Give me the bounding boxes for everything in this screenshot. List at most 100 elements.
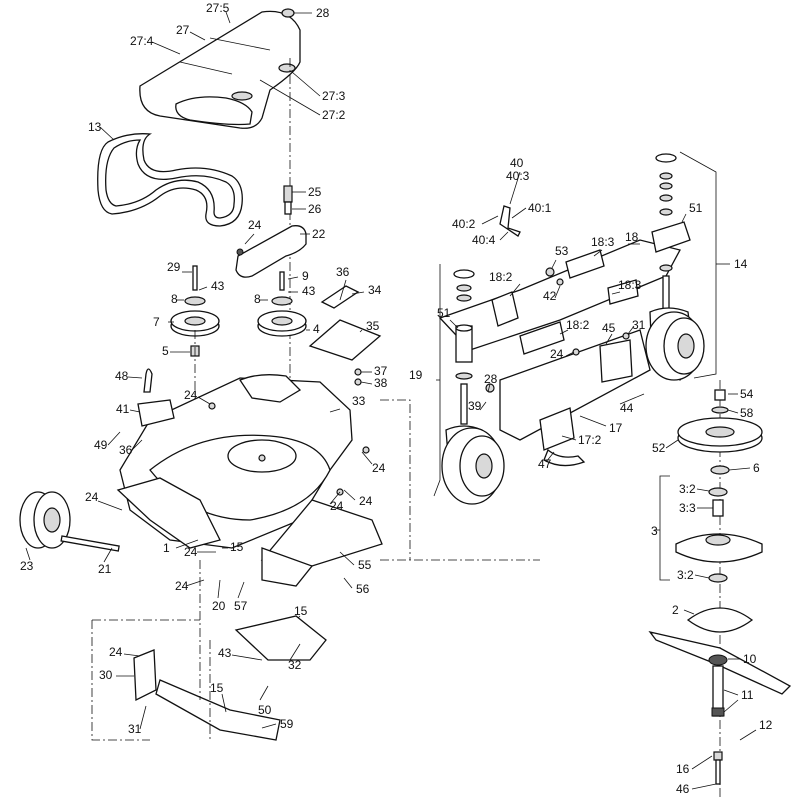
callout-c-17: 17: [609, 421, 623, 435]
callout-c-23: 23: [20, 559, 34, 573]
callout-c-36b: 36: [119, 443, 133, 457]
callout-c-52: 52: [652, 441, 666, 455]
callout-c-20: 20: [212, 599, 226, 613]
callout-c-22: 22: [312, 227, 326, 241]
callout-c-24i: 24: [109, 645, 123, 659]
callout-c-30: 30: [99, 668, 113, 682]
callout-c-18-3b: 18:3: [618, 278, 642, 292]
callout-c-59: 59: [280, 717, 294, 731]
callout-c-25: 25: [308, 185, 322, 199]
callout-c-15a: 15: [230, 540, 244, 554]
callout-c-44: 44: [620, 401, 634, 415]
callout-c-57: 57: [234, 599, 248, 613]
callout-c-56: 56: [356, 582, 370, 596]
blade-spindle: [648, 380, 792, 800]
callout-c-27-2: 27:2: [322, 108, 346, 122]
alignment-lines-left: [91, 399, 540, 741]
callout-c-18a: 18: [625, 230, 639, 244]
callout-c-27-5: 27:5: [206, 1, 230, 15]
callout-c-43a: 43: [211, 279, 225, 293]
anti-scalp-bracket: [107, 368, 175, 451]
callout-c-26: 26: [308, 202, 322, 216]
callout-c-17-2: 17:2: [578, 433, 602, 447]
callout-c-45: 45: [602, 321, 616, 335]
deck-cover: [139, 8, 321, 129]
callout-c-55: 55: [358, 558, 372, 572]
callout-c-24c: 24: [372, 461, 386, 475]
callout-c-24h: 24: [175, 579, 189, 593]
callout-c-40-4: 40:4: [472, 233, 496, 247]
callout-c-24e: 24: [330, 499, 344, 513]
callout-c-24j: 24: [550, 347, 564, 361]
callout-c-34: 34: [368, 283, 382, 297]
callout-c-28b: 28: [484, 372, 498, 386]
callout-c-13: 13: [88, 120, 102, 134]
callout-c-36a: 36: [336, 265, 350, 279]
callout-c-2: 2: [672, 603, 679, 617]
callout-c-29: 29: [167, 260, 181, 274]
callout-c-18-2b: 18:2: [566, 318, 590, 332]
callout-c-48: 48: [115, 369, 129, 383]
callout-c-8b: 8: [254, 292, 261, 306]
callout-c-5: 5: [162, 344, 169, 358]
callout-c-24f: 24: [359, 494, 373, 508]
callout-c-54: 54: [740, 387, 754, 401]
callout-c-16: 16: [676, 762, 690, 776]
callout-c-18-2a: 18:2: [489, 270, 513, 284]
caster-frame: [438, 171, 681, 467]
callout-c-32: 32: [288, 658, 302, 672]
callout-c-46: 46: [676, 782, 690, 796]
callout-c-37: 37: [374, 364, 388, 378]
callout-c-19: 19: [409, 368, 423, 382]
callout-c-27: 27: [176, 23, 190, 37]
callout-c-24d: 24: [85, 490, 99, 504]
callout-c-10: 10: [743, 652, 757, 666]
callout-c-40-3: 40:3: [506, 169, 530, 183]
callout-c-28a: 28: [316, 6, 330, 20]
mower-deck: [116, 374, 383, 587]
callout-c-18-3a: 18:3: [591, 235, 615, 249]
callout-c-9: 9: [302, 269, 309, 283]
callout-c-1: 1: [163, 541, 170, 555]
callout-c-58: 58: [740, 406, 754, 420]
callout-c-31b: 31: [632, 318, 646, 332]
callout-c-33: 33: [352, 394, 366, 408]
callout-c-31a: 31: [128, 722, 142, 736]
callout-c-3-3: 3:3: [679, 501, 696, 515]
anti-scalp-roller: [19, 491, 123, 563]
callout-c-40: 40: [510, 156, 524, 170]
callout-c-51a: 51: [689, 201, 703, 215]
callout-c-21: 21: [98, 562, 112, 576]
callout-c-3-2a: 3:2: [679, 482, 696, 496]
callout-c-40-2: 40:2: [452, 217, 476, 231]
callout-c-15c: 15: [210, 681, 224, 695]
callout-c-24a: 24: [248, 218, 262, 232]
callout-c-51b: 51: [437, 306, 451, 320]
drive-belt: [97, 126, 243, 227]
callout-c-3-2b: 3:2: [677, 568, 694, 582]
callout-c-42: 42: [543, 289, 557, 303]
callout-c-12: 12: [759, 718, 773, 732]
callout-c-47: 47: [538, 457, 552, 471]
callout-c-7: 7: [153, 315, 160, 329]
callout-c-41: 41: [116, 402, 130, 416]
lower-baffles: [116, 577, 353, 741]
callout-c-35: 35: [366, 319, 380, 333]
callout-c-11: 11: [741, 688, 754, 702]
callout-c-50: 50: [258, 703, 272, 717]
callout-c-15b: 15: [294, 604, 308, 618]
cover-plate: [308, 279, 382, 386]
callout-c-43b: 43: [302, 284, 316, 298]
callout-c-53: 53: [555, 244, 569, 258]
callout-c-49: 49: [94, 438, 108, 452]
callout-c-43c: 43: [218, 646, 232, 660]
callout-c-24b: 24: [184, 388, 198, 402]
callout-c-3: 3: [651, 524, 658, 538]
callout-c-24g: 24: [184, 545, 198, 559]
callout-c-4: 4: [313, 322, 320, 336]
callout-c-40-1: 40:1: [528, 201, 552, 215]
callout-c-14: 14: [734, 257, 748, 271]
caster-left: [433, 264, 505, 505]
